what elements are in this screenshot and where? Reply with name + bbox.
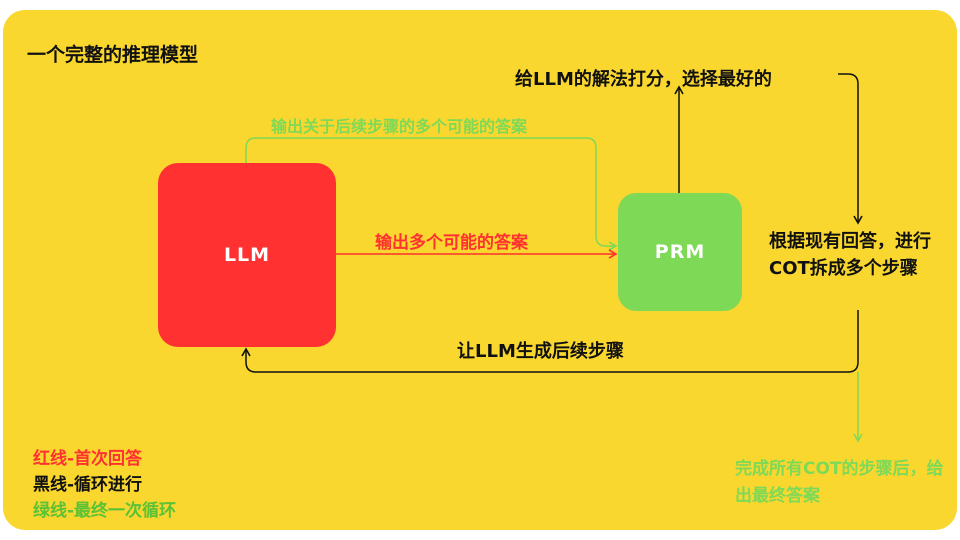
node-prm: PRM: [618, 193, 742, 311]
legend: 红线-首次回答 黑线-循环进行 绿线-最终一次循环: [33, 446, 176, 524]
edge-green-llm-to-prm: [245, 137, 618, 251]
node-llm-label: LLM: [223, 244, 271, 266]
legend-green: 绿线-最终一次循环: [33, 501, 177, 521]
legend-black: 黑线-循环进行: [33, 475, 143, 495]
diagram-canvas: 一个完整的推理模型 LLM PRM 输出关于后续步骤的多个可能的答案 输出多个可…: [3, 10, 957, 530]
edge-label-final-answer: 完成所有COT的步骤后，给出最终答案: [735, 459, 944, 506]
edge-label-green-top: 输出关于后续步骤的多个可能的答案: [271, 117, 528, 136]
legend-red: 红线-首次回答: [33, 449, 143, 469]
edge-label-cot-split: 根据现有回答，进行COT拆成多个步骤: [769, 231, 931, 279]
edge-black-right-to-llm: [241, 310, 859, 373]
edge-label-score: 给LLM的解法打分，选择最好的: [515, 69, 772, 90]
edge-black-top-to-right: [838, 73, 863, 225]
node-prm-label: PRM: [654, 241, 706, 263]
page-title: 一个完整的推理模型: [27, 44, 199, 66]
node-llm: LLM: [158, 163, 336, 347]
edge-label-red: 输出多个可能的答案: [375, 233, 528, 253]
diagram-edges: [241, 73, 863, 443]
edge-label-generate-next: 让LLM生成后续步骤: [457, 341, 624, 362]
